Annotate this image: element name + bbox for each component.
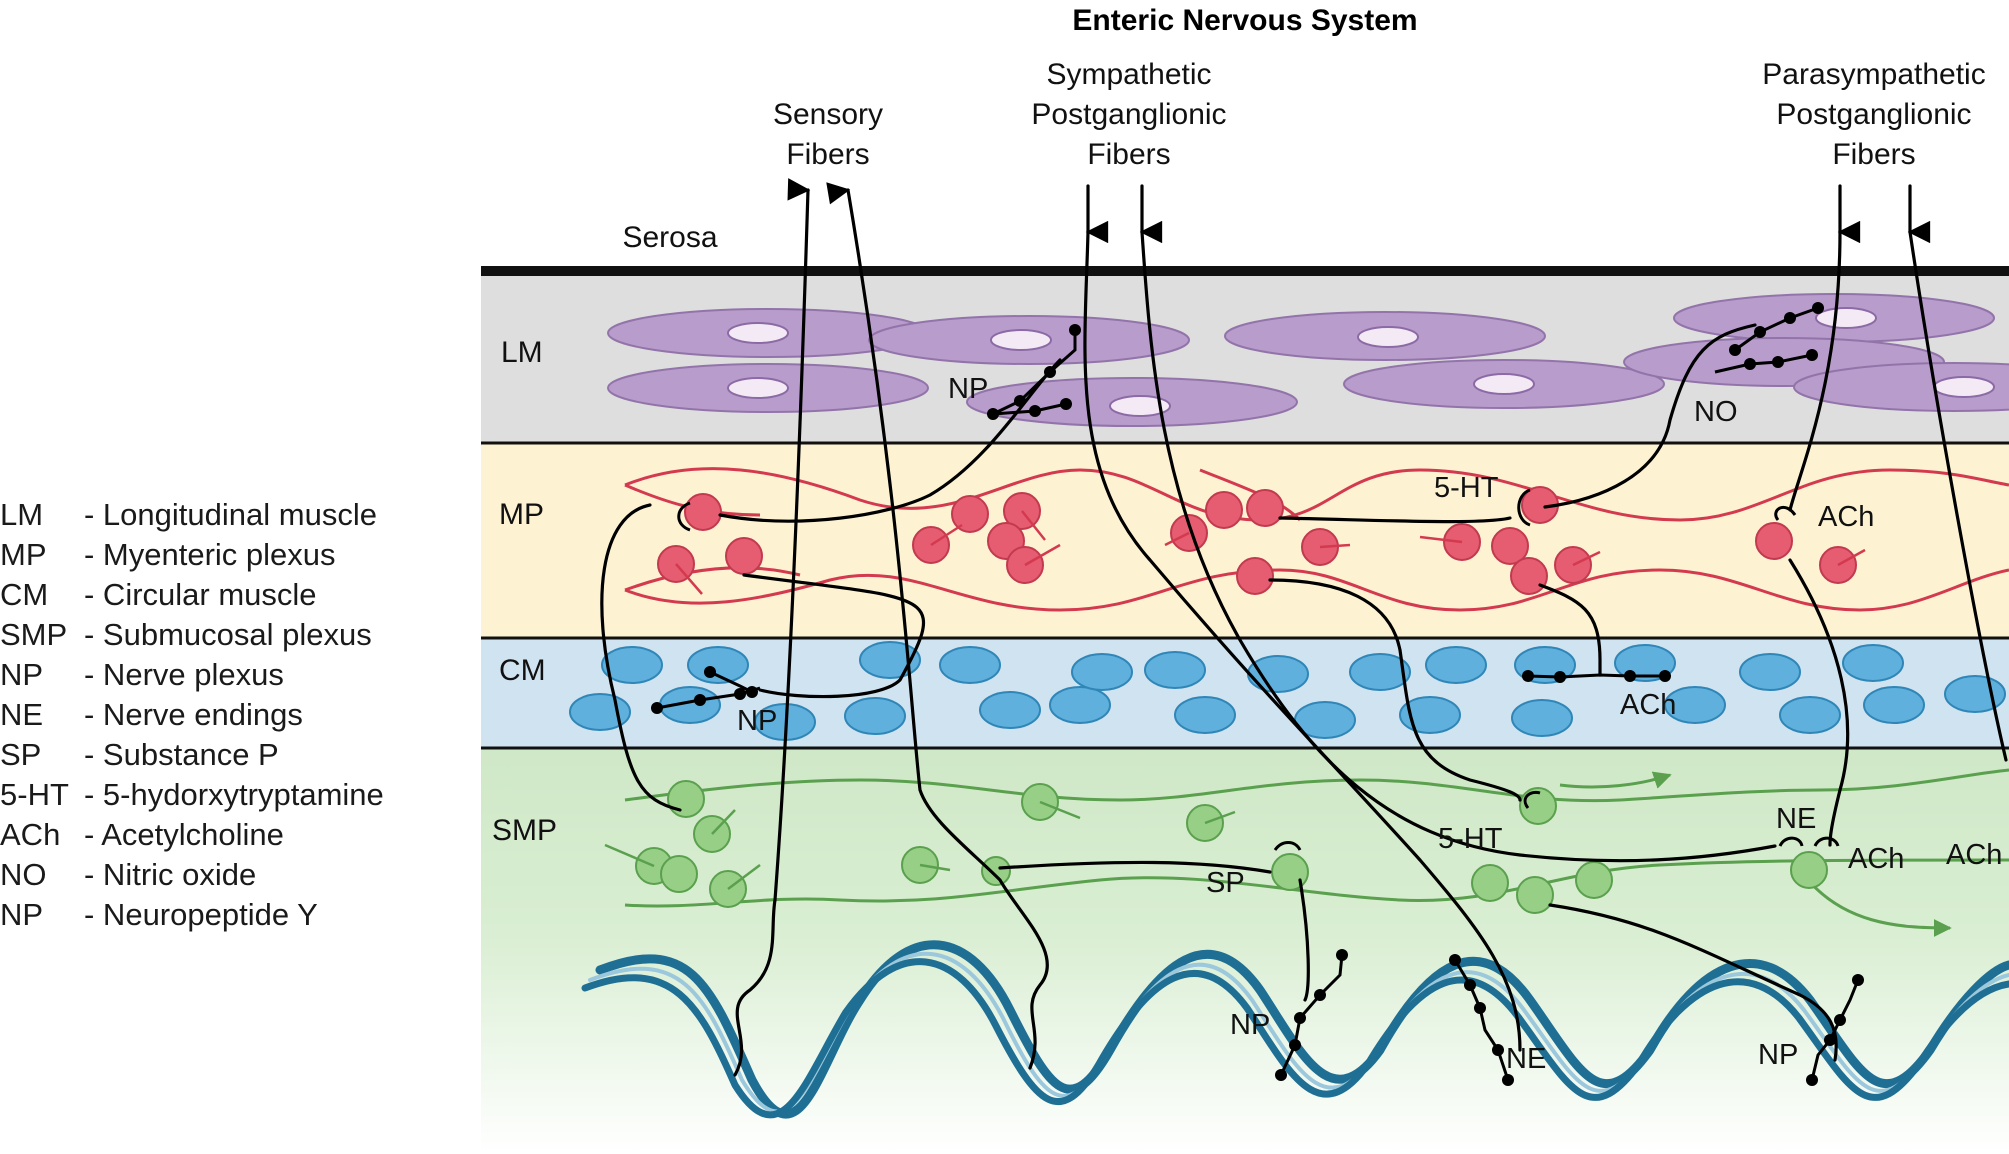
nerve-fibers [600, 178, 2008, 1077]
legend-abbr: 5-HT [0, 777, 69, 812]
nerve-plexus-chains [651, 302, 1864, 1086]
smp-neurons [635, 780, 1828, 914]
legend-row: ACh - Acetylcholine [0, 815, 384, 855]
legend-abbr: CM [0, 577, 49, 612]
legend-desc: - Myenteric plexus [84, 537, 336, 572]
ne-smp-label: NE [1776, 803, 1816, 835]
np-mucosa-label-1: NP [1230, 1009, 1270, 1041]
ne-mucosa-label: NE [1506, 1043, 1546, 1075]
legend-row: NE - Nerve endings [0, 695, 384, 735]
legend-abbr: LM [0, 497, 44, 532]
ht-smp-label: 5-HT [1438, 823, 1503, 855]
parasympathetic-label-line-2: Postganglionic [1776, 98, 1971, 131]
legend-row: MP - Myenteric plexus [0, 535, 384, 575]
legend-abbr: MP [0, 537, 47, 572]
no-lm-label: NO [1694, 396, 1738, 428]
legend-desc: - Longitudinal muscle [84, 497, 377, 532]
diagram-title: Enteric Nervous System [1072, 4, 1417, 37]
legend-row: NP - Neuropeptide Y [0, 895, 384, 935]
legend-row: LM - Longitudinal muscle [0, 495, 384, 535]
ach-mp-label: ACh [1818, 501, 1874, 533]
legend-desc: - Nerve endings [84, 697, 303, 732]
np-lm-label: NP [948, 373, 988, 405]
parasympathetic-label-line-3: Fibers [1832, 138, 1915, 171]
ach-smp-label-1: ACh [1848, 843, 1904, 875]
legend-abbr: SP [0, 737, 42, 772]
legend-abbr: NP [0, 897, 44, 932]
legend-row: NP - Nerve plexus [0, 655, 384, 695]
ach-smp-label-2: ACh [1946, 839, 2002, 871]
np-cm-label: NP [737, 705, 777, 737]
np-mucosa-label-2: NP [1758, 1039, 1798, 1071]
serosa-line [481, 266, 2009, 276]
legend-row: CM - Circular muscle [0, 575, 384, 615]
sympathetic-fibers-label: Sympathetic Postganglionic Fibers [1031, 58, 1226, 171]
legend-abbr: NE [0, 697, 44, 732]
mp-neuron-processes [675, 510, 1866, 595]
legend-abbr: SMP [0, 617, 68, 652]
sensory-fibers-label: Sensory Fibers [773, 98, 883, 171]
legend-desc: - Nitric oxide [84, 857, 257, 892]
synapse-terminals [677, 488, 1840, 851]
legend-desc: - Submucosal plexus [84, 617, 372, 652]
legend-desc: - Acetylcholine [84, 817, 284, 852]
smp-layer-label: SMP [492, 814, 557, 847]
lm-layer-label: LM [501, 336, 543, 369]
sensory-label-line-2: Fibers [786, 138, 869, 171]
ach-cm-label: ACh [1620, 689, 1676, 721]
lm-cell-nuclei [727, 307, 1995, 417]
mp-layer-label: MP [499, 498, 544, 531]
legend-desc: - Neuropeptide Y [84, 897, 318, 932]
sympathetic-label-line-2: Postganglionic [1031, 98, 1226, 131]
legend-desc: - 5-hydorxytryptamine [84, 777, 384, 812]
sympathetic-label-line-3: Fibers [1087, 138, 1170, 171]
legend-row: NO - Nitric oxide [0, 855, 384, 895]
legend-abbr: NO [0, 857, 47, 892]
parasympathetic-label-line-1: Parasympathetic [1762, 58, 1985, 91]
legend-desc: - Substance P [84, 737, 279, 772]
parasympathetic-fibers-label: Parasympathetic Postganglionic Fibers [1762, 58, 1985, 171]
sensory-label-line-1: Sensory [773, 98, 883, 131]
legend-row: SMP - Submucosal plexus [0, 615, 384, 655]
smp-neuron-processes [604, 800, 1236, 890]
legend-desc: - Circular muscle [84, 577, 317, 612]
annotation-labels: NP NO 5-HT ACh NP ACh 5-HT NE ACh ACh SP… [737, 373, 2002, 1075]
legend-abbr: ACh [0, 817, 61, 852]
legend-row: SP - Substance P [0, 735, 384, 775]
cm-muscle-cells [569, 641, 2006, 741]
mp-neurons [657, 486, 1857, 595]
sympathetic-label-line-1: Sympathetic [1046, 58, 1211, 91]
serosa-label: Serosa [622, 221, 717, 254]
legend-abbr: NP [0, 657, 44, 692]
legend-row: 5-HT - 5-hydorxytryptamine [0, 775, 384, 815]
abbreviation-legend: LM - Longitudinal muscle MP - Myenteric pl… [0, 495, 384, 935]
ht-mp-label: 5-HT [1434, 472, 1499, 504]
legend-desc: - Nerve plexus [84, 657, 284, 692]
cm-layer-label: CM [499, 654, 546, 687]
sp-smp-label: SP [1206, 867, 1245, 899]
